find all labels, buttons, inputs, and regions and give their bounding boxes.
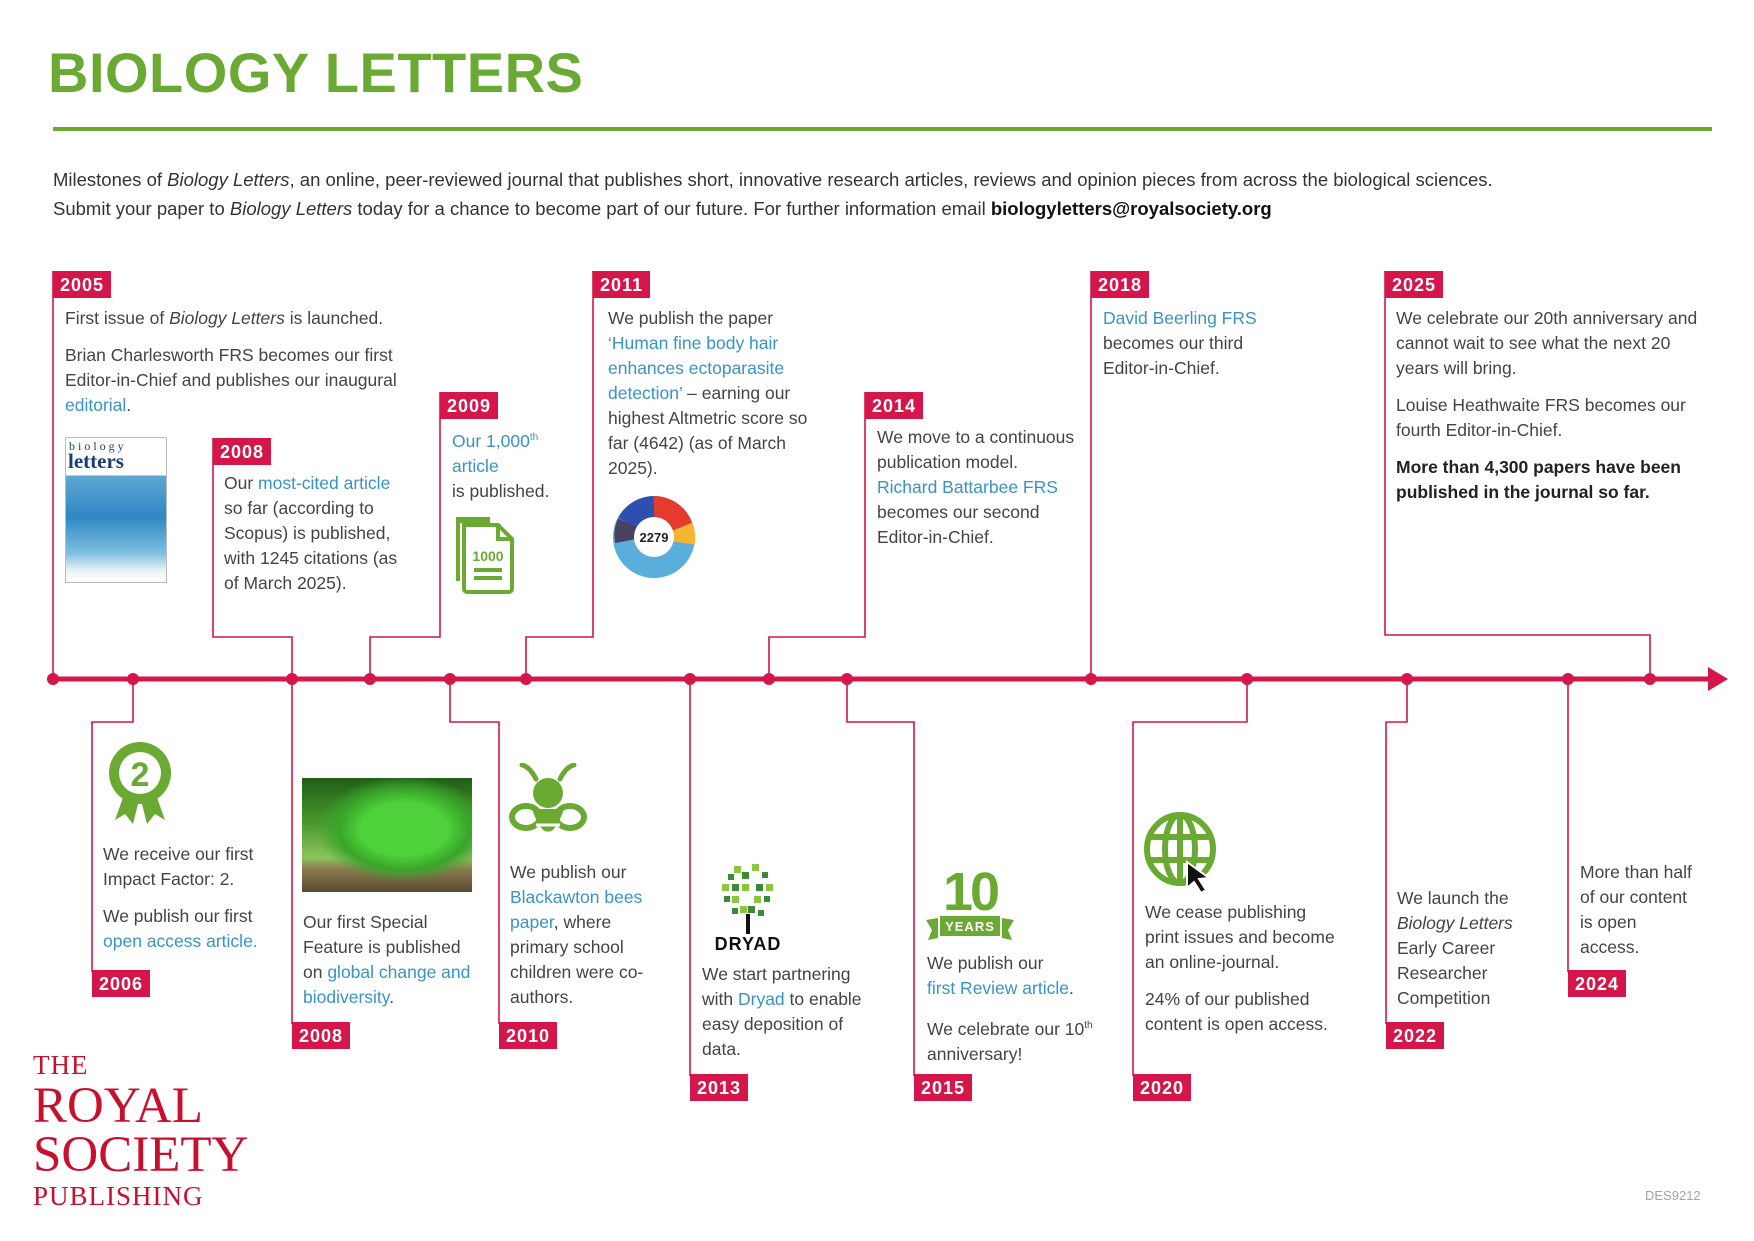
year-badge-2014: 2014 <box>865 392 924 419</box>
contact-email-link[interactable]: biologyletters@royalsociety.org <box>990 198 1272 219</box>
body-hair-paper-link[interactable]: ‘Human fine body hair enhances ectoparas… <box>608 333 785 403</box>
svg-text:2: 2 <box>131 756 150 794</box>
globe-cursor-icon <box>1144 812 1216 894</box>
gecko-photo <box>302 778 472 892</box>
milestone-2025-text: We celebrate our 20th anniversary and ca… <box>1396 308 1698 502</box>
open-access-article-link[interactable]: open access article. <box>103 931 258 951</box>
altmetric-donut-icon: 2279 <box>613 496 696 578</box>
year-badge-2008-bottom: 2008 <box>292 1022 351 1049</box>
royal-society-publishing-logo[interactable]: THE ROYAL SOCIETY PUBLISHING <box>33 1050 249 1211</box>
editorial-link[interactable]: editorial <box>65 395 127 415</box>
year-badge-2024: 2024 <box>1568 970 1627 997</box>
year-badge-2006: 2006 <box>92 970 151 997</box>
year-badge-2005: 2005 <box>53 271 112 298</box>
milestone-2024-text: More than half of our content is open ac… <box>1580 862 1692 957</box>
year-badge-2020: 2020 <box>1133 1074 1192 1101</box>
document-1000-icon: 1000 <box>456 517 514 594</box>
most-cited-article-link[interactable]: most-cited article <box>258 473 391 493</box>
intro-text: Milestones of Biology Letters, an online… <box>53 165 1493 223</box>
document-code: DES9212 <box>1645 1188 1701 1203</box>
title-divider <box>53 127 1712 131</box>
ten-years-anniversary-badge: 10 YEARS <box>926 866 1014 940</box>
milestone-2006-text: We receive our first Impact Factor: 2. W… <box>103 844 258 951</box>
svg-text:YEARS: YEARS <box>945 919 995 934</box>
svg-text:1000: 1000 <box>472 548 503 564</box>
journal-cover-image: biology letters <box>65 437 167 583</box>
global-change-link[interactable]: global change and biodiversity <box>303 962 471 1007</box>
first-review-article-link[interactable]: first Review article <box>927 978 1069 998</box>
year-badge-2022: 2022 <box>1386 1022 1445 1049</box>
milestone-2005-text: First issue of Biology Letters is launch… <box>65 308 397 415</box>
year-badge-2008-top: 2008 <box>213 438 272 465</box>
year-badge-2013: 2013 <box>690 1074 749 1101</box>
milestone-2010-text: We publish our Blackawton bees paper, wh… <box>510 862 644 1007</box>
year-badge-2009: 2009 <box>440 392 499 419</box>
intro-line-2: Submit your paper to Biology Letters tod… <box>53 198 1272 219</box>
intro-line-1: Milestones of Biology Letters, an online… <box>53 169 1493 190</box>
page-title: BIOLOGY LETTERS <box>48 41 584 104</box>
milestone-2020-text: We cease publishing print issues and bec… <box>1145 902 1335 1034</box>
svg-text:2279: 2279 <box>640 530 669 545</box>
year-badge-2015: 2015 <box>914 1074 973 1101</box>
year-badge-2025: 2025 <box>1385 271 1444 298</box>
dryad-logo: DRYAD <box>715 864 782 954</box>
milestone-2008-cited-text: Our most-cited article so far (according… <box>224 473 398 593</box>
milestone-2022-text: We launch the Biology Letters Early Care… <box>1397 888 1513 1008</box>
milestone-2008-special-feature-text: Our first Special Feature is published o… <box>303 912 471 1007</box>
dryad-link[interactable]: Dryad <box>737 989 785 1009</box>
milestone-2014-text: We move to a continuous publication mode… <box>877 427 1075 547</box>
milestone-2015-text: We publish our first Review article. We … <box>927 953 1093 1064</box>
svg-text:DRYAD: DRYAD <box>715 934 782 954</box>
richard-battarbee-link[interactable]: Richard Battarbee FRS <box>877 477 1058 497</box>
bee-icon <box>509 763 587 835</box>
milestone-2011-text: We publish the paper ‘Human fine body ha… <box>608 308 808 478</box>
svg-text:10: 10 <box>943 866 998 922</box>
blackawton-bees-link[interactable]: Blackawton bees paper <box>510 887 643 932</box>
year-badge-2010: 2010 <box>499 1022 558 1049</box>
david-beerling-link[interactable]: David Beerling FRS <box>1103 308 1257 328</box>
milestone-2013-text: We start partnering with Dryad to enable… <box>702 964 862 1059</box>
year-badge-2018: 2018 <box>1091 271 1150 298</box>
award-rosette-icon: 2 <box>109 742 171 824</box>
year-badge-2011: 2011 <box>593 271 651 298</box>
